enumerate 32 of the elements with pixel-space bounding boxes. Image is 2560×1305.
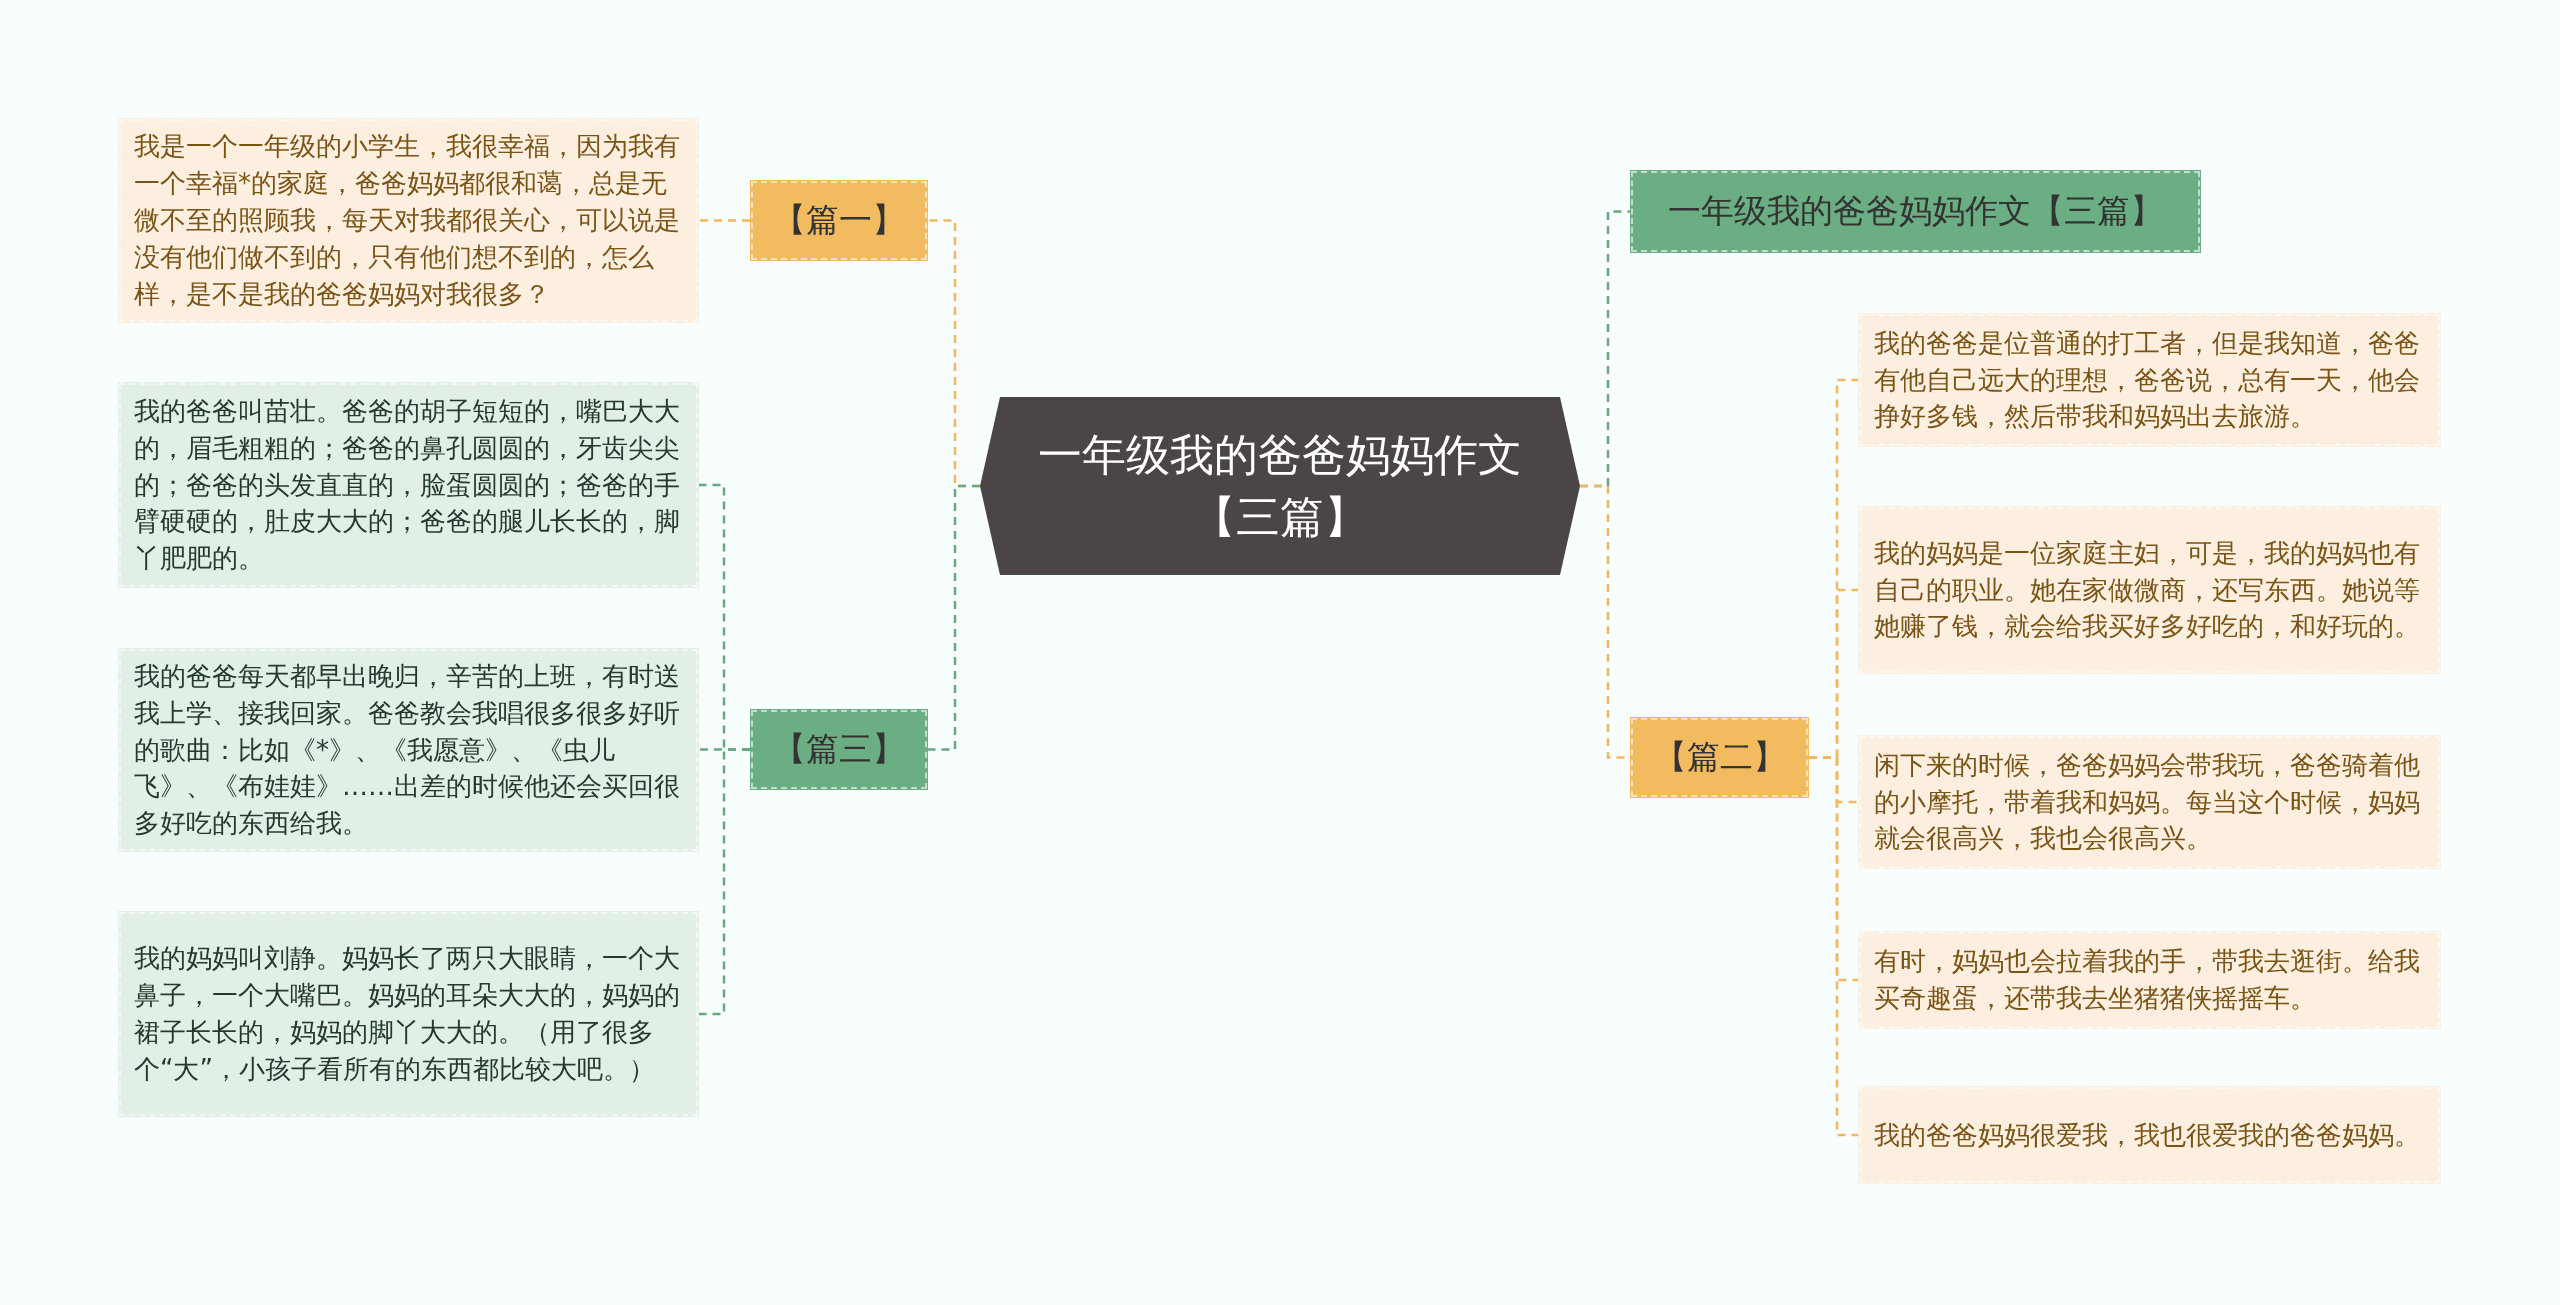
text-card <box>1858 506 2441 674</box>
paragraph-text: 我的爸爸妈妈很爱我，我也很爱我的爸爸妈妈。 <box>1874 1118 2420 1152</box>
branch-topic <box>750 709 928 790</box>
paragraph-text: 我的爸爸每天都早出晚归，辛苦的上班，有时送我上学、接我回家。爸爸教会我唱很多很多好听的歌曲：比如《*》、《我愿意》、《虫儿飞》、《布娃娃》……出差的时候他还会买回很多好吃的东西给我。 <box>134 659 681 841</box>
text-card <box>1858 1086 2441 1184</box>
branch-topic <box>1630 717 1809 798</box>
paragraph-text: 我的爸爸叫苗壮。爸爸的胡子短短的，嘴巴大大的，眉毛粗粗的；爸爸的鼻孔圆圆的，牙齿尖尖的；爸爸的头发直直的，脸蛋圆圆的；爸爸的手臂硬硬的，肚皮大大的；爸爸的腿儿长长的，脚丫肥肥的。 <box>134 394 681 576</box>
topic-label: 【篇二】 <box>1653 736 1786 778</box>
connector-line <box>699 748 750 1016</box>
text-card <box>118 911 699 1117</box>
topic-label: 【篇三】 <box>773 728 905 770</box>
paragraph-text: 我的妈妈是一位家庭主妇，可是，我的妈妈也有自己的职业。她在家做微商，还写东西。她说等她赚了钱，就会给我买好多好吃的，和好玩的。 <box>1874 536 2421 644</box>
branch-topic <box>1630 170 2201 253</box>
topic-label: 一年级我的爸爸妈妈作文【三篇】 <box>1668 190 2163 232</box>
topic-text: 一年级我的爸爸妈妈作文【三篇】 <box>1037 428 1523 544</box>
connector-line <box>1809 756 1858 1137</box>
paragraph-text: 我是一个一年级的小学生，我很幸福，因为我有一个幸福*的家庭，爸爸妈妈都很和蔼，总是无微不至的照顾我，每天对我都很关心，可以说是没有他们做不到的，只有他们想不到的，怎么样，是不是我的爸爸妈妈对我很多？ <box>134 130 681 311</box>
paragraph-text: 我的爸爸是位普通的打工者，但是我知道，爸爸有他自己远大的理想，爸爸说，总有一天，他会挣好多钱，然后带我和妈妈出去旅游。 <box>1874 326 2421 434</box>
branch-topic <box>750 180 928 261</box>
paragraph-text: 我的妈妈叫刘静。妈妈长了两只大眼睛，一个大鼻子，一个大嘴巴。妈妈的耳朵大大的，妈妈的裙子长长的，妈妈的脚丫大大的。（用了很多个“大”，小孩子看所有的东西都比较大吧。） <box>134 942 681 1086</box>
paragraph-text: 有时，妈妈也会拉着我的手，带我去逛街。给我买奇趣蛋，还带我去坐猪猪侠摇摇车。 <box>1874 945 2421 1015</box>
connector-line <box>928 484 980 751</box>
text-card <box>1858 931 2441 1029</box>
topic-label: 【篇一】 <box>773 199 905 241</box>
text-card <box>118 382 699 588</box>
paragraph-text: 闲下来的时候，爸爸妈妈会带我玩，爸爸骑着他的小摩托，带着我和妈妈。每当这个时候，妈妈就会很高兴，我也会很高兴。 <box>1874 748 2421 856</box>
text-card <box>118 118 699 323</box>
connector-line <box>699 219 750 222</box>
text-card <box>1858 735 2441 869</box>
text-card <box>118 648 699 852</box>
text-card <box>1858 313 2441 447</box>
central-topic <box>980 397 1580 575</box>
